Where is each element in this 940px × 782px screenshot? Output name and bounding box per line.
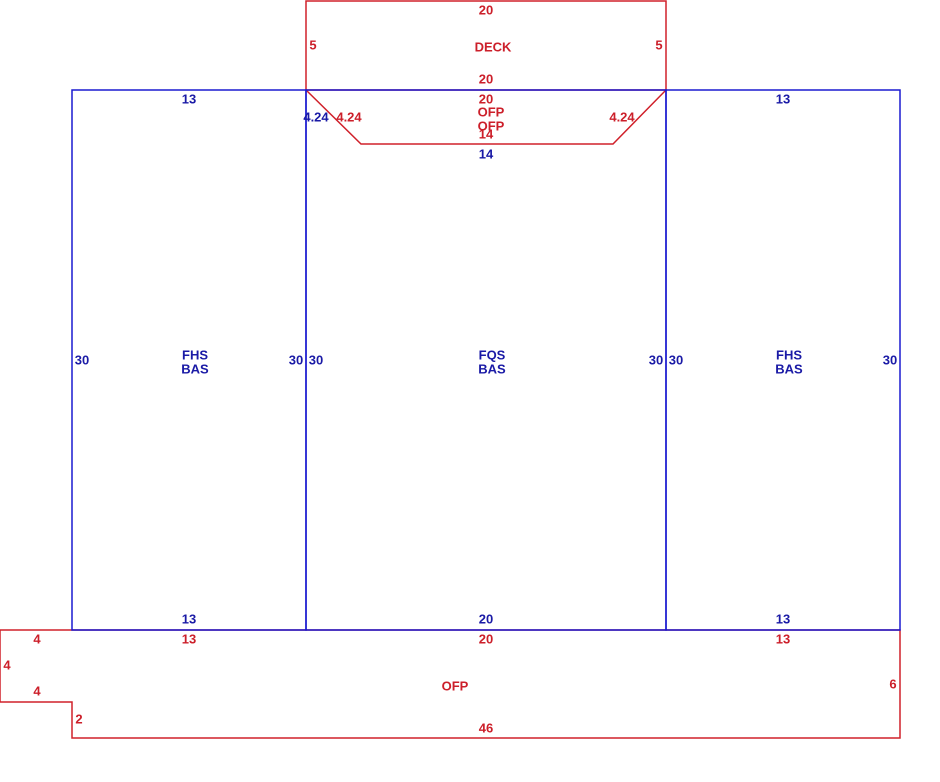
- left-wing-area-code: FHS: [182, 347, 208, 362]
- rear-porch-top-left-dimension: 13: [182, 631, 196, 646]
- right-wing-area-code: FHS: [776, 347, 802, 362]
- rear-porch-bottom-dimension: 46: [479, 720, 493, 735]
- rear-porch-notch-step-dimension: 2: [75, 711, 82, 726]
- left-wing-bottom-dimension: 13: [182, 611, 196, 626]
- deck-label: DECK: [475, 39, 512, 54]
- deck-bottom-dimension: 20: [479, 71, 493, 86]
- rear-porch-notch-top-dimension: 4: [33, 631, 41, 646]
- right-wing-right-dimension: 30: [883, 352, 897, 367]
- right-wing-outline: [665, 89, 901, 631]
- left-wing-area-code-secondary: BAS: [181, 361, 209, 376]
- deck-left-dimension: 5: [309, 37, 316, 52]
- rear-porch-top-center-dimension: 20: [479, 631, 493, 646]
- center-right-dimension: 30: [649, 352, 663, 367]
- front-porch-top-dimension: 20: [479, 91, 493, 106]
- deck-top-dimension: 20: [479, 2, 493, 17]
- front-porch-label-secondary: OFP: [478, 118, 505, 133]
- front-porch-diag-right-dimension: 4.24: [609, 109, 635, 124]
- right-wing-top-dimension: 13: [776, 91, 790, 106]
- center-left-dimension: 30: [309, 352, 323, 367]
- front-porch-diag-left-dimension: 4.24: [336, 109, 362, 124]
- left-wing-left-dimension: 30: [75, 352, 89, 367]
- right-wing-area-code-secondary: BAS: [775, 361, 803, 376]
- deck-right-dimension: 5: [655, 37, 662, 52]
- center-top-dimension: 14: [479, 146, 494, 161]
- left-wing-top-dimension: 13: [182, 91, 196, 106]
- center-area-code-secondary: BAS: [478, 361, 506, 376]
- center-area-code: FQS: [479, 347, 506, 362]
- rear-porch-right-dimension: 6: [889, 676, 896, 691]
- front-porch-label: OFP: [478, 104, 505, 119]
- rear-porch-notch-bottom-dimension: 4: [33, 683, 41, 698]
- right-wing-left-dimension: 30: [669, 352, 683, 367]
- rear-porch-label: OFP: [442, 678, 469, 693]
- left-wing-right-dimension: 30: [289, 352, 303, 367]
- center-diag-dimension: 4.24: [303, 109, 329, 124]
- right-wing-bottom-dimension: 13: [776, 611, 790, 626]
- rear-porch-top-right-dimension: 13: [776, 631, 790, 646]
- front-porch-outline: [305, 89, 667, 145]
- center-bottom-dimension: 20: [479, 611, 493, 626]
- rear-porch-notch-side-dimension: 4: [3, 657, 11, 672]
- front-porch-bottom-dimension: 14: [479, 126, 494, 141]
